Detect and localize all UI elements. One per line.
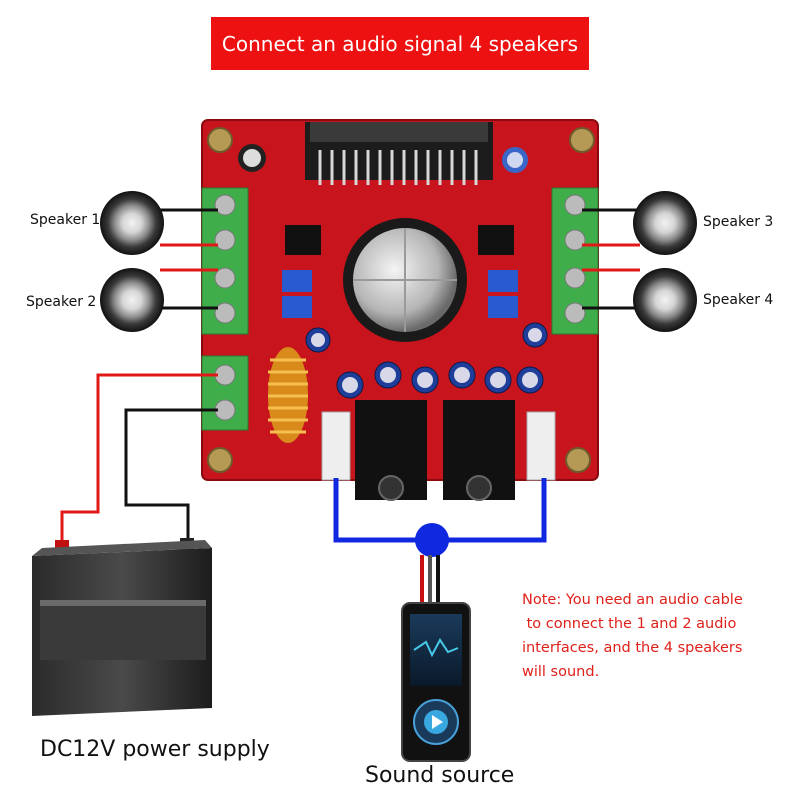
title-banner: Connect an audio signal 4 speakers [211, 17, 589, 70]
note-line: to connect the 1 and 2 audio [522, 616, 737, 632]
speaker-3-icon [633, 191, 697, 255]
speaker-wires [160, 208, 640, 310]
speaker-1-icon [100, 191, 164, 255]
terminal-right [551, 187, 599, 335]
power-supply-label: DC12V power supply [40, 737, 270, 762]
speaker-4-icon [633, 268, 697, 332]
speaker-2-icon [100, 268, 164, 332]
speaker-4-label: Speaker 4 [703, 292, 774, 308]
speaker-2-label: Speaker 2 [26, 294, 97, 310]
amplifier-board [201, 119, 599, 501]
battery-icon [32, 538, 212, 716]
source-cable [420, 555, 440, 610]
terminal-power [201, 355, 249, 431]
note-text: Note: You need an audio cable to connect… [522, 588, 784, 684]
note-line: Note: You need an audio cable [522, 592, 743, 608]
note-line: interfaces, and the 4 speakers [522, 640, 743, 656]
speaker-1-label: Speaker 1 [30, 212, 101, 228]
note-line: will sound. [522, 664, 600, 680]
cable-junction-icon [415, 523, 449, 557]
speaker-3-label: Speaker 3 [703, 214, 774, 230]
power-wires [60, 373, 218, 548]
music-player-icon [401, 602, 471, 762]
terminal-left [201, 187, 249, 335]
sound-source-label: Sound source [365, 763, 515, 788]
